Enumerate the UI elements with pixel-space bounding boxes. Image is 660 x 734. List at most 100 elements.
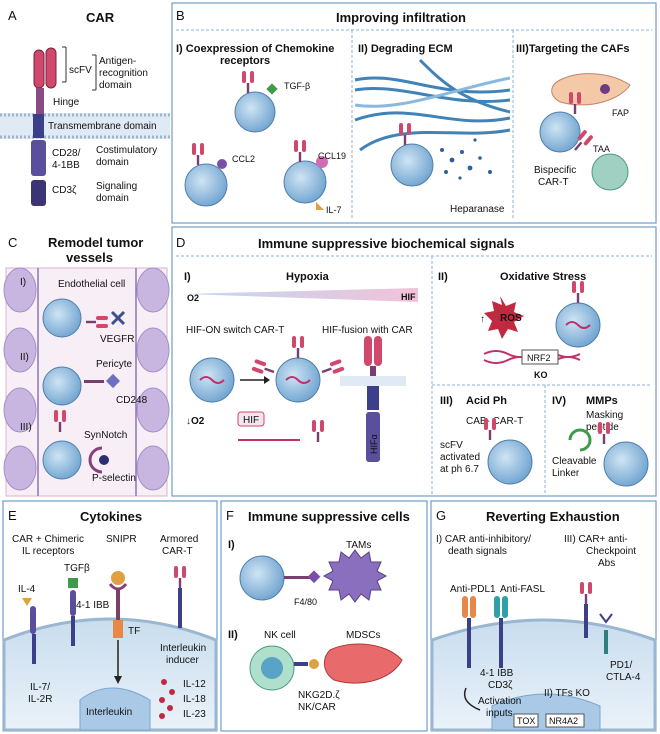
d-tcell-acid bbox=[487, 439, 533, 485]
oxid-title: Oxidative Stress bbox=[500, 271, 586, 283]
hifa-label: HIFα bbox=[369, 434, 379, 454]
armored-2: CAR-T bbox=[162, 546, 193, 557]
low-o2-label: ↓O2 bbox=[186, 416, 205, 427]
panel-c-title-1: Remodel tumor bbox=[48, 235, 143, 250]
il12-label: IL-12 bbox=[183, 679, 206, 690]
cd3z-label: CD3ζ bbox=[52, 185, 77, 196]
tcell-heparanase bbox=[390, 123, 434, 187]
inducer-2: inducer bbox=[166, 655, 199, 666]
c-row1: I) bbox=[20, 277, 26, 288]
d-tcell-mmp bbox=[603, 441, 649, 487]
panel-g-letter: G bbox=[436, 508, 446, 523]
tf-block bbox=[113, 620, 123, 638]
pd1-2: CTLA-4 bbox=[606, 672, 641, 683]
ccl2-label: CCL2 bbox=[232, 154, 255, 164]
interleukin-dots bbox=[159, 679, 175, 719]
tgfb-e-label: TGFβ bbox=[64, 563, 90, 574]
hif-box-label: HIF bbox=[243, 415, 259, 426]
ccl19-label: CCL19 bbox=[318, 151, 346, 161]
heparanase-dots bbox=[440, 138, 492, 180]
inducer-1: Interleukin bbox=[160, 643, 206, 654]
panel-f: F Immune suppressive cells I) TAMs F4/80… bbox=[220, 500, 428, 732]
scfv-label: scFV bbox=[69, 65, 92, 76]
d2-letter: II) bbox=[438, 271, 448, 283]
endothelial-label: Endothelial cell bbox=[58, 279, 125, 290]
vegfr-label: VEGFR bbox=[100, 334, 134, 345]
b2-title: II) Degrading ECM bbox=[358, 43, 453, 55]
b1-title-1: I) Coexpression of Chemokine bbox=[176, 43, 334, 55]
cleav-2: Linker bbox=[552, 468, 580, 479]
scfv-act-1: scFV bbox=[440, 440, 463, 451]
panel-d-letter: D bbox=[176, 235, 185, 250]
il7-label: IL-7 bbox=[326, 205, 342, 215]
bispecific-tcell bbox=[539, 92, 594, 154]
tgfb-label: TGF-β bbox=[284, 81, 310, 91]
panel-f-letter: F bbox=[226, 508, 234, 523]
hinge-label: Hinge bbox=[53, 97, 80, 108]
panel-e-title: Cytokines bbox=[80, 509, 142, 524]
panel-c: C Remodel tumor vessels I) Endothelial c… bbox=[3, 235, 170, 497]
panel-d: D Immune suppressive biochemical signals… bbox=[171, 226, 657, 497]
f2-letter: II) bbox=[228, 629, 238, 641]
mdsc-cell bbox=[324, 643, 403, 684]
nrf2-label: NRF2 bbox=[527, 353, 551, 363]
hif-fusion-car bbox=[340, 336, 406, 462]
panel-a: A CAR scFV Antigen- recognition domain H… bbox=[0, 8, 170, 206]
antibody bbox=[599, 613, 613, 624]
hif-on-label: HIF-ON switch CAR-T bbox=[186, 325, 284, 336]
antigen-label-3: domain bbox=[99, 80, 132, 91]
hypoxia-gradient bbox=[184, 288, 418, 302]
e-c1-2: IL receptors bbox=[22, 546, 74, 557]
ros-up-arrow: ↑ bbox=[480, 314, 485, 325]
panel-e-letter: E bbox=[8, 508, 17, 523]
o2-label: O2 bbox=[187, 293, 199, 303]
caf-cell bbox=[551, 73, 631, 106]
panel-c-letter: C bbox=[8, 235, 17, 250]
nr4a2-label: NR4A2 bbox=[549, 716, 578, 726]
nk-label: NK cell bbox=[264, 630, 296, 641]
hif-box bbox=[237, 411, 265, 427]
tumor-cell bbox=[591, 153, 629, 191]
tcell-ccl19 bbox=[283, 140, 328, 210]
ros-burst bbox=[484, 296, 524, 339]
scfv-act-3: at ph 6.7 bbox=[440, 464, 479, 475]
c-row3: III) bbox=[20, 422, 32, 433]
d4-letter: IV) bbox=[552, 395, 566, 407]
g1-2: death signals bbox=[448, 546, 507, 557]
signal-label-2: domain bbox=[96, 193, 129, 204]
ko-label: KO bbox=[534, 370, 548, 380]
panel-b-letter: B bbox=[176, 8, 185, 23]
c-tcell-1 bbox=[42, 298, 82, 338]
tfko-label: II) TFs KO bbox=[544, 688, 590, 699]
c-tcell-3 bbox=[42, 440, 82, 480]
e-c1-1: CAR + Chimeric bbox=[12, 534, 84, 545]
heparanase-label: Heparanase bbox=[450, 204, 505, 215]
il23-label: IL-23 bbox=[183, 709, 206, 720]
armored-1: Armored bbox=[160, 534, 198, 545]
c-tcell-2 bbox=[42, 366, 82, 406]
hif-fusion-label: HIF-fusion with CAR bbox=[322, 325, 413, 336]
tf-label: TF bbox=[128, 626, 140, 637]
b3-title: III)Targeting the CAFs bbox=[516, 43, 629, 55]
act-2: inputs bbox=[486, 708, 513, 719]
tams-label: TAMs bbox=[346, 540, 371, 551]
tox-label: TOX bbox=[517, 716, 535, 726]
cleavable-linker-arrow bbox=[568, 428, 592, 452]
taa-label: TAA bbox=[593, 144, 610, 154]
mmps-title: MMPs bbox=[586, 395, 618, 407]
panel-e: E Cytokines CAR + Chimeric IL receptors … bbox=[2, 500, 218, 732]
f480-label: F4/80 bbox=[294, 597, 317, 607]
fap-label: FAP bbox=[612, 108, 629, 118]
cd3z-g-label: CD3ζ bbox=[488, 680, 513, 691]
mdsc-label: MDSCs bbox=[346, 630, 380, 641]
car-structure-diagram bbox=[31, 47, 57, 206]
g3-3: Abs bbox=[598, 558, 615, 569]
d3-letter: III) bbox=[440, 395, 453, 407]
synnotch-label: SynNotch bbox=[84, 430, 127, 441]
il4-label: IL-4 bbox=[18, 584, 36, 595]
tcell-tgfb bbox=[234, 71, 278, 133]
cleav-1: Cleavable bbox=[552, 456, 597, 467]
ros-label: ROS bbox=[500, 313, 522, 324]
nrf2-box bbox=[521, 349, 559, 365]
nucleus bbox=[79, 687, 151, 731]
